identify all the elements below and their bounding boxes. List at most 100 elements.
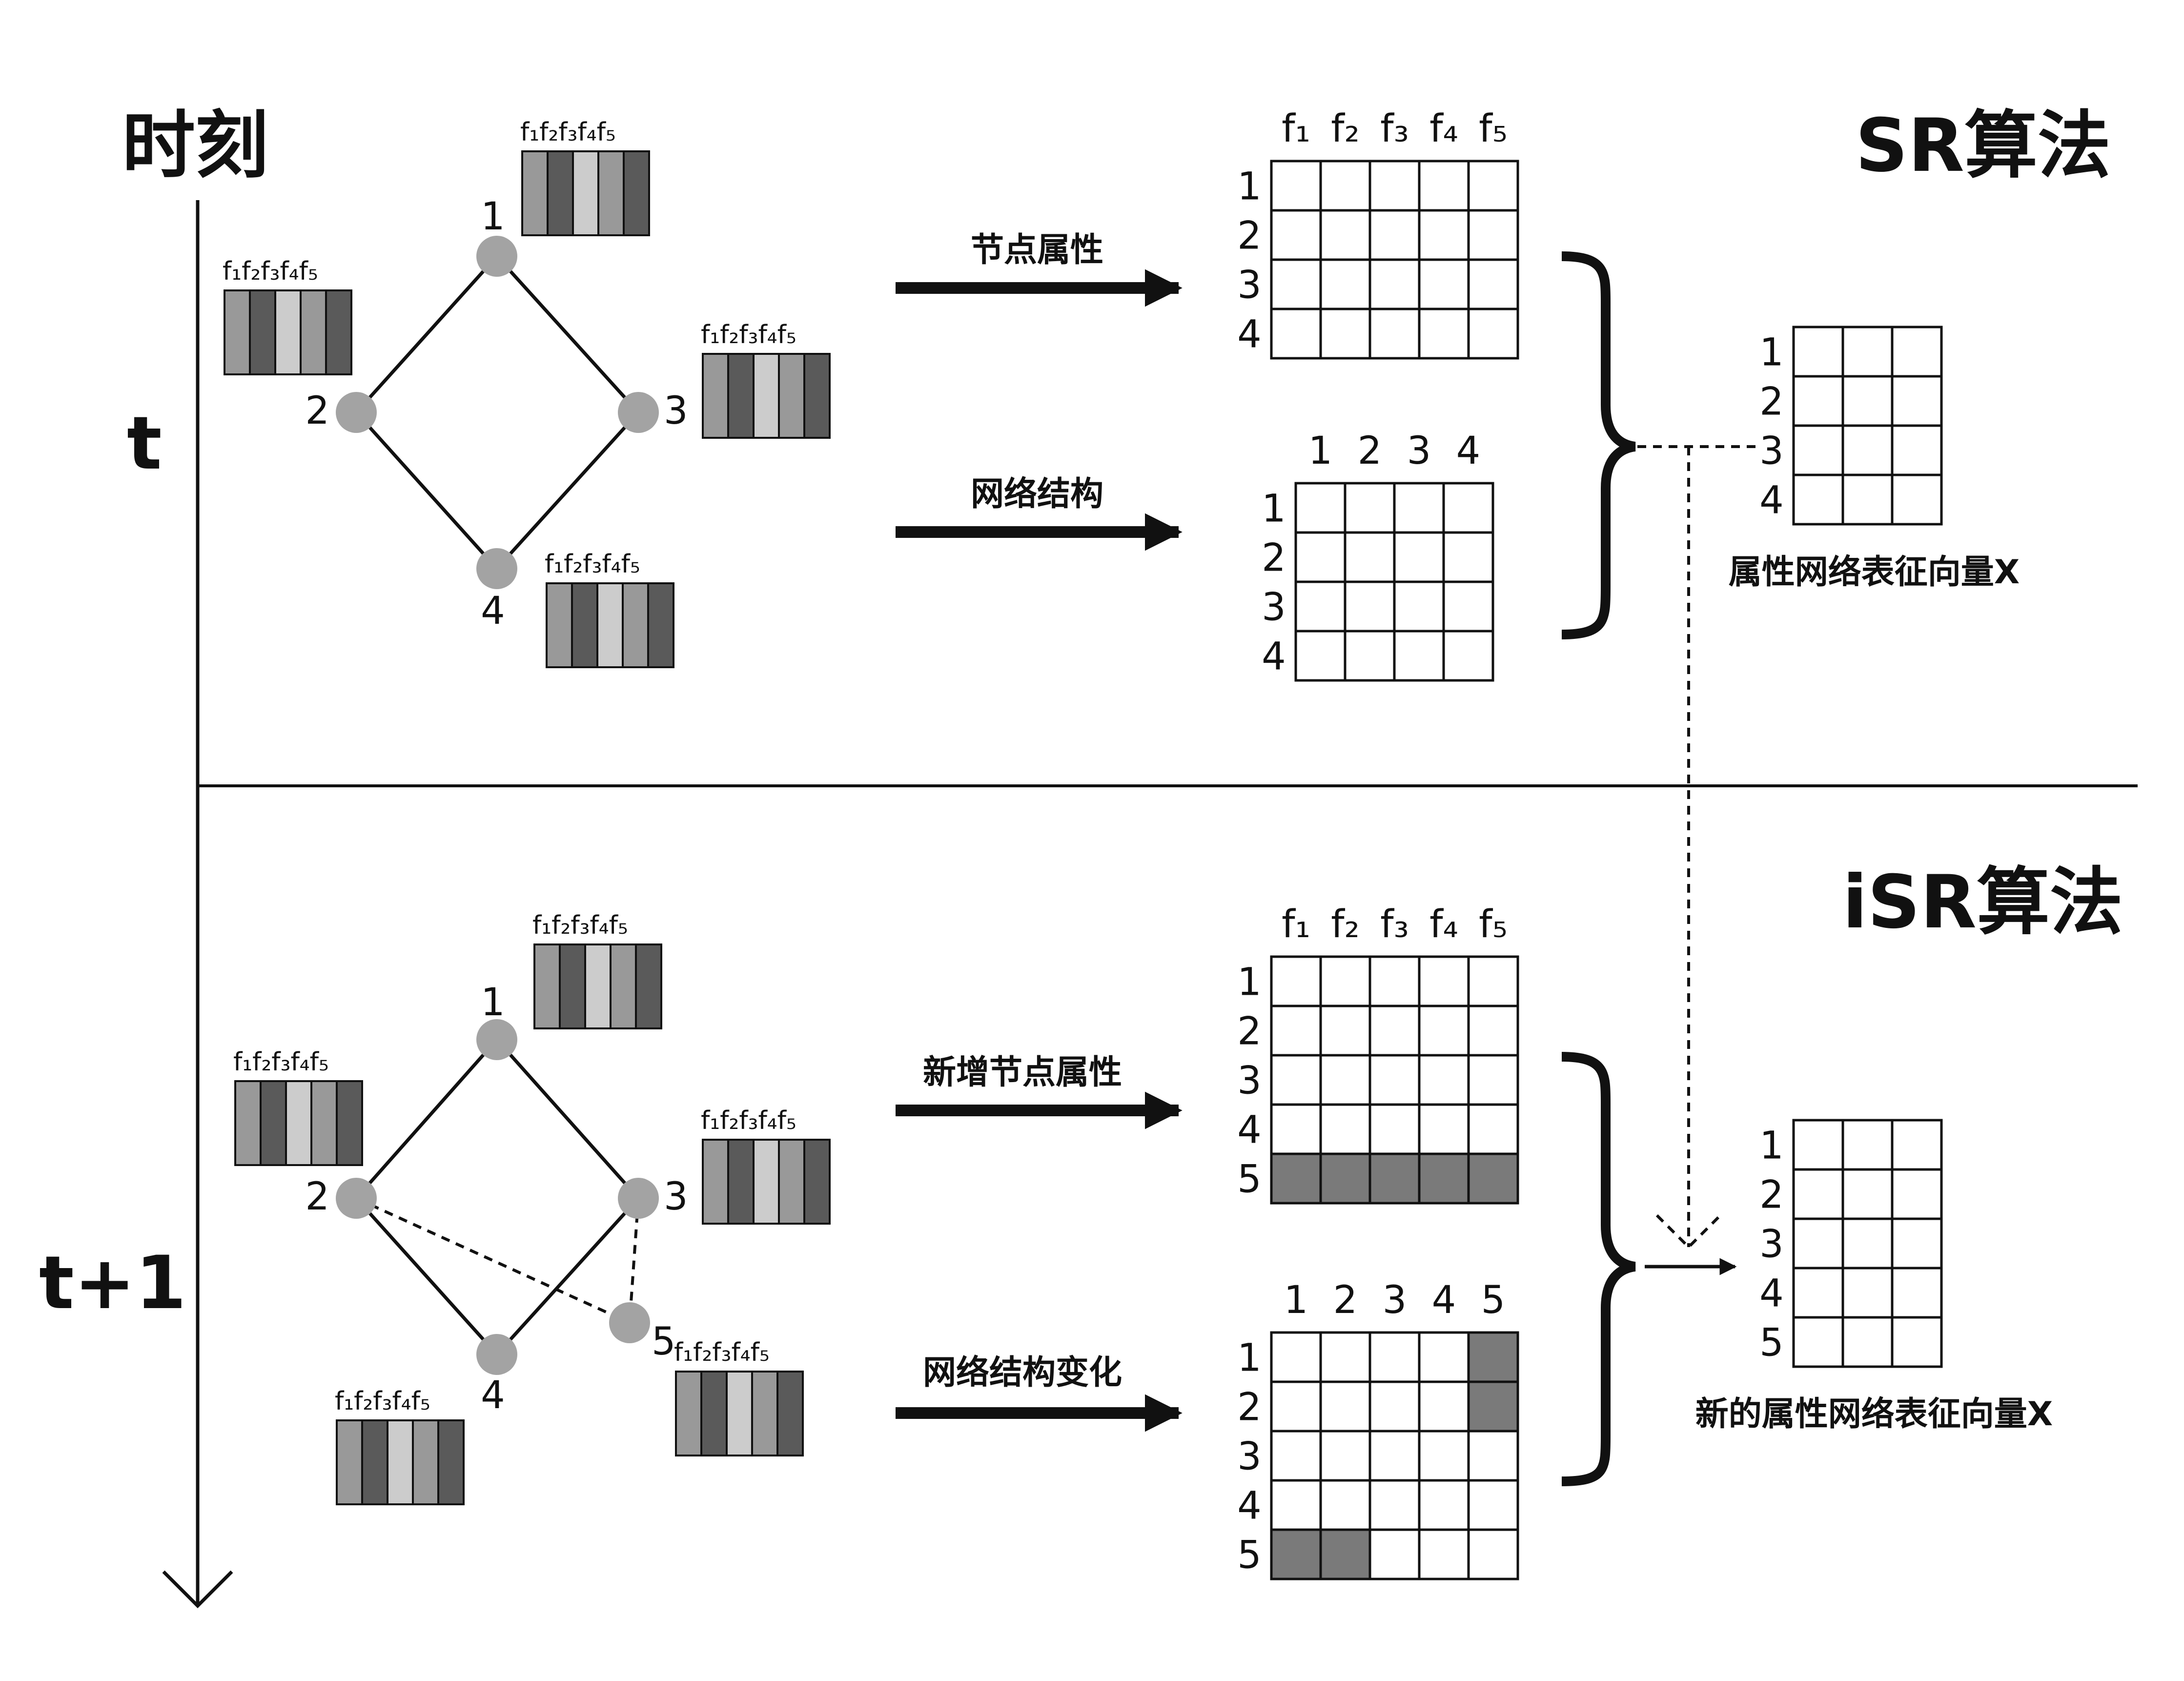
bottom-node-2-features-bar-f4 [310,1080,338,1166]
bottom-adj-matrix-cell-2-5 [1467,1380,1519,1433]
bottom-repr-vector-cell-2-3 [1891,1168,1943,1220]
top-attr-matrix-cell-1-3 [1368,160,1421,212]
bottom-attr-matrix-row-header-3: 3 [1237,1059,1262,1103]
bottom-attr-matrix-row-header-2: 2 [1237,1010,1262,1054]
bottom-node-5-features-bar-f2 [700,1371,728,1456]
top-repr-vector-cell-1-1 [1792,326,1844,378]
top-edge-1-2 [355,255,498,414]
top-node-2-label: 2 [305,389,329,433]
bottom-node-3-label: 3 [664,1175,688,1219]
top-adj-matrix-cell-3-1 [1294,580,1347,633]
bottom-attr-matrix-cell-1-1 [1270,955,1322,1007]
bottom-attr-matrix-cell-3-2 [1319,1054,1371,1106]
top-repr-vector-cell-4-3 [1891,473,1943,526]
top-adj-matrix-col-header-3: 3 [1407,429,1431,473]
top-attr-matrix-col-header-2: f₂ [1331,107,1360,151]
top-node-2-features-bar-f1 [224,289,251,375]
bottom-adj-matrix-row-header-2: 2 [1237,1386,1262,1430]
top-repr-vector-row-header-1: 1 [1759,331,1784,375]
bottom-node-4-features: f₁f₂f₃f₄f₅ [335,1387,465,1505]
bottom-edge-1-2 [355,1038,498,1200]
bottom-adj-matrix-cell-3-3 [1368,1430,1421,1482]
top-node-2-features-bar-f2 [249,289,276,375]
top-edge-2-4 [355,411,498,570]
arrow-structure-change-label: 网络结构变化 [923,1353,1122,1392]
bottom-adj-matrix-cell-5-2 [1319,1528,1371,1580]
bottom-adj-matrix-cell-5-4 [1418,1528,1470,1580]
bottom-attr-matrix-cell-5-5 [1467,1152,1519,1205]
top-attr-matrix-cell-1-4 [1418,160,1470,212]
bottom-adj-matrix-col-header-4: 4 [1432,1278,1456,1322]
bottom-adj-matrix-row-header-4: 4 [1237,1484,1262,1528]
time-axis-title: 时刻 [122,103,268,188]
top-adj-matrix-cell-3-3 [1393,580,1445,633]
top-edge-1-3 [495,255,640,414]
top-node-2-features-bar-f3 [274,289,302,375]
bottom-repr-vector-cell-4-1 [1792,1267,1844,1319]
bottom-repr-vector-cell-4-3 [1891,1267,1943,1319]
top-attr-matrix-cell-4-1 [1270,308,1322,360]
bottom-node-1-features-bar-f4 [610,943,637,1029]
bottom-attr-matrix-cell-2-3 [1368,1004,1421,1057]
bottom-node-3-features-bar-f1 [702,1139,729,1225]
bottom-node-4-features-bar-f5 [437,1419,465,1505]
top-edge-3-4 [495,411,640,570]
bottom-attr-matrix-cell-1-2 [1319,955,1371,1007]
bottom-attr-matrix-col-header-5: f₅ [1479,902,1508,946]
top-adj-matrix-cell-1-1 [1294,482,1347,534]
top-node-3-label: 3 [664,389,688,433]
bottom-node-1 [476,1019,517,1060]
bottom-repr-vector-row-header-2: 2 [1759,1173,1784,1217]
bottom-adj-matrix-cell-5-1 [1270,1528,1322,1580]
bottom-attr-matrix-cell-5-3 [1368,1152,1421,1205]
top-adj-matrix-col-header-1: 1 [1308,429,1333,473]
top-node-4-features-bar-f4 [622,582,649,668]
bottom-node-1-features-bar-f3 [584,943,612,1029]
bottom-adj-matrix-cell-4-3 [1368,1479,1421,1531]
bottom-node-5 [609,1302,650,1343]
bottom-attr-matrix-cell-2-4 [1418,1004,1470,1057]
bottom-attr-matrix-col-header-3: f₃ [1380,902,1409,946]
bottom-attr-matrix-cell-5-4 [1418,1152,1470,1205]
top-attr-matrix-cell-4-2 [1319,308,1371,360]
bottom-adj-matrix-cell-3-1 [1270,1430,1322,1482]
top-repr-vector-cell-3-3 [1891,424,1943,476]
bottom-adj-matrix-cell-3-4 [1418,1430,1470,1482]
bottom-edge-3-4 [495,1197,640,1356]
bottom-attr-matrix-cell-2-5 [1467,1004,1519,1057]
timestep-t-label: t [127,401,162,486]
bottom-repr-vector-cell-1-1 [1792,1119,1844,1171]
top-node-1-features-bar-f3 [572,150,599,236]
bottom-node-5-features-bar-f5 [776,1371,804,1456]
top-attr-matrix-cell-1-1 [1270,160,1322,212]
top-node-2 [336,392,377,433]
top-node-3-features-bar-f1 [702,353,729,439]
bottom-node-3-features-bar-f4 [778,1139,805,1225]
top-repr-vector-cell-3-1 [1792,424,1844,476]
bottom-attr-matrix-cell-3-1 [1270,1054,1322,1106]
top-node-1 [476,236,517,277]
top-adj-matrix-row-header-4: 4 [1262,635,1286,679]
top-node-3-features-bar-f5 [803,353,831,439]
top-node-1-features: f₁f₂f₃f₄f₅ [520,118,650,236]
top-node-4-features-bar-f2 [571,582,598,668]
bottom-combine-brace [1561,1052,1636,1486]
top-repr-vector-cell-4-1 [1792,473,1844,526]
top-node-2-features-label: f₁f₂f₃f₄f₅ [223,257,318,286]
bottom-node-3-features: f₁f₂f₃f₄f₅ [701,1106,831,1225]
bottom-attr-matrix-col-header-1: f₁ [1282,902,1310,946]
bottom-node-4 [476,1334,517,1375]
bottom-repr-vector-cell-3-3 [1891,1217,1943,1270]
bottom-node-2-features-bar-f5 [336,1080,363,1166]
bottom-adj-matrix-cell-4-1 [1270,1479,1322,1531]
top-repr-vector-row-header-3: 3 [1759,430,1784,473]
bottom-node-5-features-bar-f1 [675,1371,702,1456]
top-attr-matrix-col-header-3: f₃ [1380,107,1409,151]
bottom-node-5-features: f₁f₂f₃f₄f₅ [674,1338,804,1456]
bottom-node-3-features-label: f₁f₂f₃f₄f₅ [701,1106,796,1135]
bottom-repr-vector-cell-3-1 [1792,1217,1844,1270]
bottom-new-edge-3-5 [628,1198,640,1323]
